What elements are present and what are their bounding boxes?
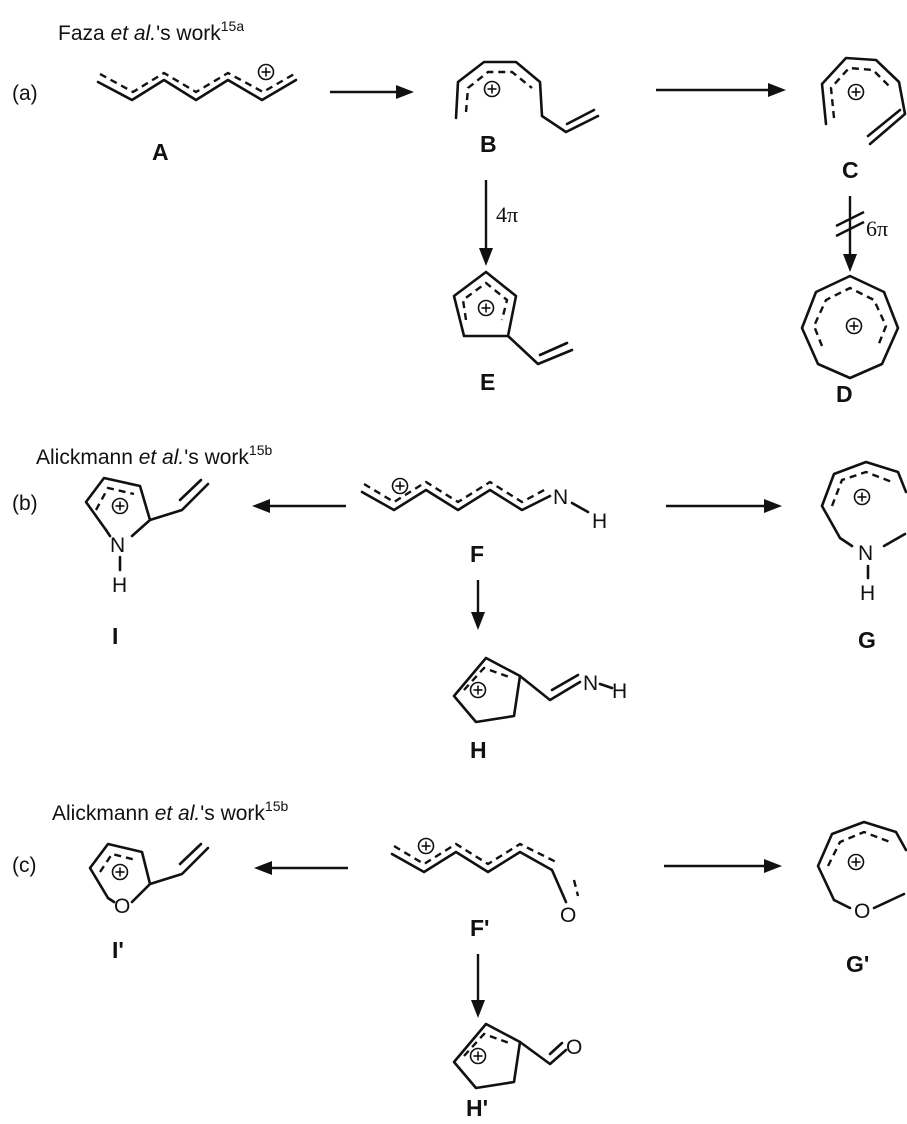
cation-charge-icon <box>469 681 487 699</box>
cation-charge-icon <box>391 477 409 495</box>
molecule-F: N H <box>360 477 607 533</box>
label-F-prime: F' <box>470 915 490 941</box>
cation-charge-icon <box>477 299 495 317</box>
atom-N: N <box>583 672 598 695</box>
cation-charge-icon <box>111 863 129 881</box>
molecule-A <box>96 63 298 102</box>
atom-N: N <box>110 534 125 557</box>
atom-O: O <box>114 895 130 918</box>
arrow-C-to-D-cross-1 <box>835 210 865 228</box>
section-a-heading: Faza et al.'s work15a <box>58 18 244 45</box>
label-F: F <box>470 541 484 567</box>
arrowhead-C-to-D <box>843 254 857 272</box>
molecule-H-prime: O <box>452 1022 582 1090</box>
label-H: H <box>470 737 487 763</box>
label-B: B <box>480 131 497 157</box>
molecule-I: N H <box>84 476 210 597</box>
label-I: I <box>112 623 118 649</box>
cation-charge-icon <box>847 83 865 101</box>
arrowhead-Fp-to-Gp <box>764 859 782 873</box>
section-b-letter: (b) <box>12 492 38 515</box>
cation-charge-icon <box>853 488 871 506</box>
arrow-B-to-E-label: 4π <box>496 202 518 227</box>
section-a: Faza et al.'s work15a (a) A B C <box>12 18 907 407</box>
molecule-I-prime: O <box>88 842 210 918</box>
molecule-D <box>800 274 900 380</box>
arrowhead-B-to-E <box>479 248 493 266</box>
section-b-heading: Alickmann et al.'s work15b <box>36 442 272 469</box>
section-c: Alickmann et al.'s work15b (c) O I' O F' <box>12 798 907 1121</box>
section-c-heading: Alickmann et al.'s work15b <box>52 798 288 825</box>
cation-charge-icon <box>469 1047 487 1065</box>
label-E: E <box>480 369 495 395</box>
molecule-H: N H <box>452 656 627 724</box>
arrowhead-Fp-to-Ip <box>254 861 272 875</box>
cation-charge-icon <box>847 853 865 871</box>
atom-H: H <box>592 510 607 533</box>
molecule-G: N H <box>820 460 907 605</box>
arrowhead-B-to-C <box>768 83 786 97</box>
molecule-F-prime: O <box>390 837 580 927</box>
molecule-C <box>820 56 907 146</box>
arrow-C-to-D-label: 6π <box>866 216 888 241</box>
label-I-prime: I' <box>112 937 124 963</box>
arrowhead-A-to-B <box>396 85 414 99</box>
atom-O: O <box>560 904 576 927</box>
atom-N: N <box>553 486 568 509</box>
molecule-B <box>454 60 600 134</box>
arrowhead-F-to-G <box>764 499 782 513</box>
atom-H: H <box>112 574 127 597</box>
cation-charge-icon <box>111 497 129 515</box>
atom-H: H <box>860 582 875 605</box>
cation-charge-icon <box>845 317 863 335</box>
arrowhead-F-to-H <box>471 612 485 630</box>
molecule-E <box>452 270 574 366</box>
label-A: A <box>152 139 169 165</box>
molecule-G-prime: O <box>816 820 907 923</box>
arrow-C-to-D-cross-2 <box>835 220 865 238</box>
arrowhead-F-to-I <box>252 499 270 513</box>
arrowhead-Fp-to-Hp <box>471 1000 485 1018</box>
cation-charge-icon <box>483 80 501 98</box>
cation-charge-icon <box>257 63 275 81</box>
label-D: D <box>836 381 853 407</box>
label-G-prime: G' <box>846 951 869 977</box>
section-b: Alickmann et al.'s work15b (b) N H I N H <box>12 442 907 763</box>
section-c-letter: (c) <box>12 854 37 877</box>
atom-O: O <box>854 900 870 923</box>
cation-charge-icon <box>417 837 435 855</box>
atom-O: O <box>566 1036 582 1059</box>
atom-H: H <box>612 680 627 703</box>
label-H-prime: H' <box>466 1095 488 1121</box>
label-C: C <box>842 157 859 183</box>
section-a-letter: (a) <box>12 82 38 105</box>
atom-N: N <box>858 542 873 565</box>
label-G: G <box>858 627 876 653</box>
